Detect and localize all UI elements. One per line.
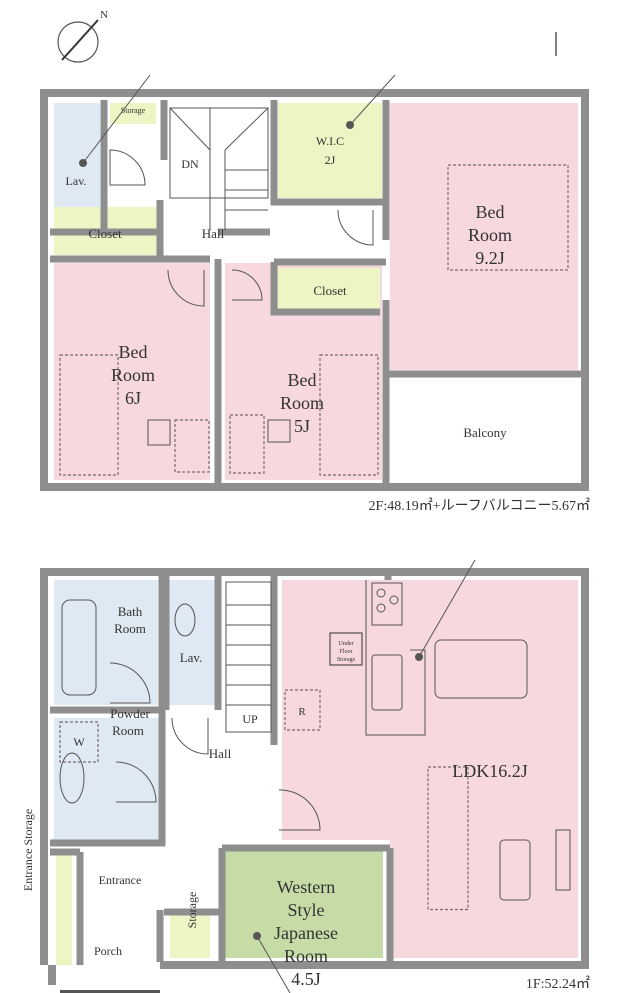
bedroom-6-label-2: Room	[111, 365, 155, 385]
bed-5	[319, 354, 379, 476]
outer-wall-2f	[40, 89, 589, 491]
ldk-area	[282, 580, 578, 958]
floor-2: Lav. Storage DN W.I.C 2J Hall Closet Clo…	[40, 74, 590, 514]
desk-5	[229, 414, 265, 474]
desk-6	[174, 419, 210, 473]
toilet	[174, 603, 196, 637]
wic-label: W.I.C	[316, 134, 344, 148]
japanese-room-label-4: Room	[284, 946, 328, 966]
dining-table	[434, 639, 528, 699]
lav-1f-label: Lav.	[180, 650, 203, 665]
powder-area	[54, 718, 160, 840]
lav-1f-area	[168, 580, 216, 705]
japanese-room-size: 4.5J	[291, 969, 321, 989]
floor-2-area-caption: 2F:48.19㎡+ルーフバルコニー5.67㎡	[369, 498, 590, 514]
bedroom-6-label: Bed	[119, 342, 148, 362]
floor-1: Bath Room Lav. UP W Powder Room Hall Und…	[21, 559, 590, 993]
japanese-room-label-2: Style	[287, 900, 324, 920]
hall-1f-label: Hall	[209, 746, 232, 761]
japanese-room-label: Western	[277, 877, 336, 897]
bath-area	[54, 580, 158, 705]
coffee-table	[499, 839, 531, 901]
lav-2f-label: Lav.	[66, 174, 87, 188]
chair-6	[147, 419, 171, 446]
porch-label: Porch	[94, 944, 122, 958]
japanese-room-label-3: Japanese	[274, 923, 338, 943]
porch-edge	[60, 990, 160, 993]
under-floor-storage	[329, 632, 363, 666]
north-compass-icon: N	[57, 9, 108, 63]
stairs-2f	[169, 107, 269, 230]
stairs-1f	[225, 581, 272, 733]
hall-2f-label: Hall	[202, 226, 225, 241]
storage-2f-label: Storage	[121, 106, 146, 115]
washbasin	[59, 752, 85, 804]
bedroom-main-label: Bed	[476, 202, 505, 222]
chair-5	[267, 419, 291, 443]
bedroom-5-label-2: Room	[280, 393, 324, 413]
bedroom-6-size: 6J	[125, 388, 141, 408]
bedroom-main-size: 9.2J	[475, 248, 505, 268]
entrance-storage-label: Entrance Storage	[21, 809, 35, 891]
kitchen-counter	[365, 580, 426, 736]
bed-main	[447, 164, 569, 271]
stairs-up-label: UP	[242, 712, 258, 726]
tv-stand	[555, 829, 571, 891]
balcony-label: Balcony	[463, 425, 507, 440]
bedroom-main-label-2: Room	[468, 225, 512, 245]
bedroom-5-label: Bed	[288, 370, 317, 390]
storage-1f-area	[170, 915, 210, 958]
bath-label-2: Room	[114, 621, 146, 636]
floor-1-area-caption: 1F:52.24㎡	[526, 976, 590, 992]
bath-label: Bath	[118, 604, 143, 619]
fridge-label: R	[298, 706, 306, 718]
powder-label-2: Room	[112, 723, 144, 738]
sofa	[427, 766, 469, 911]
bedroom-6-area	[54, 263, 210, 480]
washer-space	[59, 721, 99, 763]
closet-left-label: Closet	[88, 226, 122, 241]
bed-6	[59, 354, 119, 476]
stairs-down-label: DN	[181, 157, 199, 171]
under-floor-label: Under	[339, 641, 354, 647]
stove-icon	[371, 582, 403, 626]
powder-label: Powder	[110, 706, 150, 721]
compass-label: N	[100, 9, 108, 21]
bedroom-main-area	[390, 103, 578, 370]
storage-2f-area	[110, 103, 156, 124]
entrance-storage-area	[56, 855, 72, 965]
under-floor-label-3: Storage	[337, 657, 356, 663]
japanese-room-area	[225, 850, 383, 958]
sink	[371, 654, 403, 711]
under-floor-label-2: Floor	[339, 649, 352, 655]
storage-1f-label: Storage	[185, 892, 199, 929]
fridge-space	[284, 689, 321, 731]
ldk-label: LDK16.2J	[452, 761, 528, 781]
washer-label: W	[73, 735, 85, 749]
closet-right-label: Closet	[313, 283, 347, 298]
wic-size: 2J	[325, 153, 336, 167]
closet-right-area	[278, 268, 380, 310]
wic-area	[278, 103, 382, 198]
bedroom-5-size: 5J	[294, 416, 310, 436]
bathtub	[61, 599, 97, 696]
entrance-label: Entrance	[99, 873, 142, 887]
